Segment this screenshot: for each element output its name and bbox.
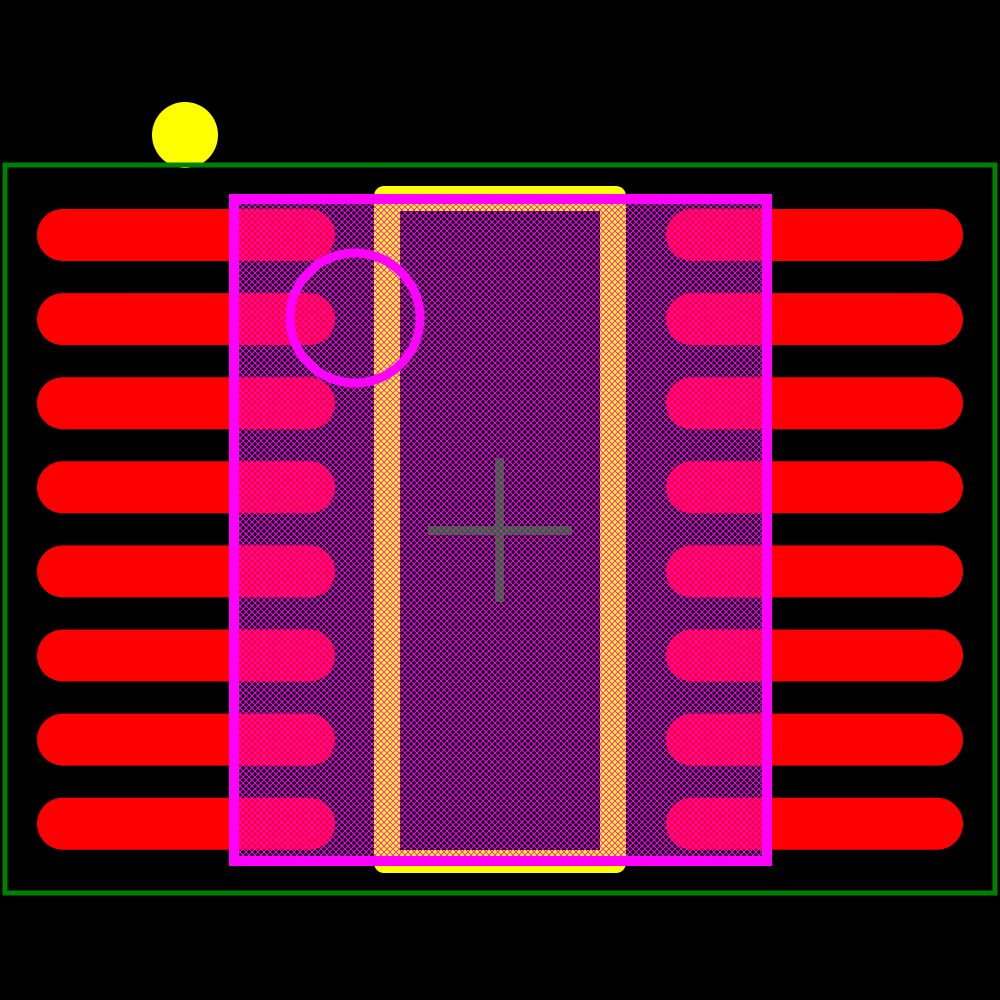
origin-crosshair-icon [428, 458, 572, 602]
body-outline [229, 194, 772, 866]
courtyard-outline [2, 162, 998, 896]
pin1-dot-icon [152, 102, 218, 168]
pin1-circle-icon [285, 248, 425, 388]
